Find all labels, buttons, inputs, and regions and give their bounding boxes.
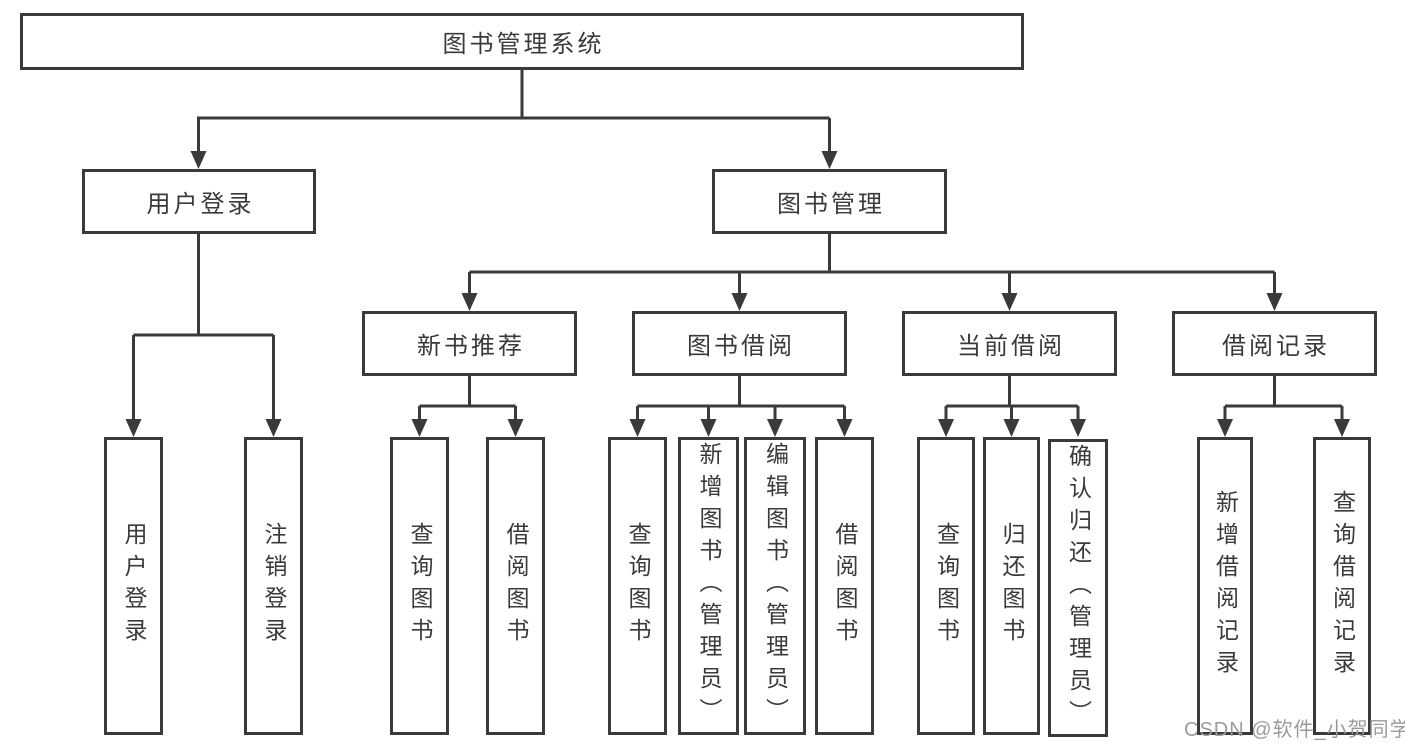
- node-book-management: 图书管理: [712, 169, 947, 234]
- connector-userlogin-to-leaves: [132, 234, 275, 428]
- connector-bookborrow-to-leaves: [636, 376, 846, 428]
- node-borrow-records: 借阅记录: [1172, 311, 1377, 376]
- leaf-add-book-admin: 新增图书（管理员）: [678, 437, 739, 735]
- connector-borrowrecord-to-leaves: [1223, 376, 1344, 428]
- node-book-borrow: 图书借阅: [632, 311, 847, 376]
- leaf-user-login: 用户登录: [104, 437, 163, 735]
- leaf-logout: 注销登录: [244, 437, 303, 735]
- connector-root-to-level2: [197, 70, 831, 160]
- leaf-return-book: 归还图书: [983, 437, 1040, 735]
- leaf-add-borrow-record: 新增借阅记录: [1197, 437, 1253, 735]
- connector-currentborrow-to-leaves: [944, 376, 1080, 428]
- csdn-watermark: CSDN @软件_小贺同学: [1184, 719, 1405, 741]
- leaf-borrow-books-recommend: 借阅图书: [486, 437, 545, 735]
- leaf-query-books-borrow: 查询图书: [608, 437, 667, 735]
- leaf-edit-book-admin: 编辑图书（管理员）: [744, 437, 806, 735]
- connector-bookmgmt-to-level3: [468, 234, 1276, 302]
- leaf-borrow-books: 借阅图书: [815, 437, 874, 735]
- node-current-borrow: 当前借阅: [902, 311, 1117, 376]
- leaf-query-books-recommend: 查询图书: [390, 437, 449, 735]
- node-new-book-recommend: 新书推荐: [362, 311, 577, 376]
- leaf-query-borrow-record: 查询借阅记录: [1313, 437, 1371, 735]
- leaf-query-books-current: 查询图书: [917, 437, 975, 735]
- arrowheads: [125, 151, 1350, 437]
- connector-newbook-to-leaves: [418, 376, 517, 428]
- node-root-system: 图书管理系统: [20, 13, 1024, 70]
- leaf-confirm-return-admin: 确认归还（管理员）: [1048, 439, 1108, 737]
- node-user-login: 用户登录: [82, 169, 316, 234]
